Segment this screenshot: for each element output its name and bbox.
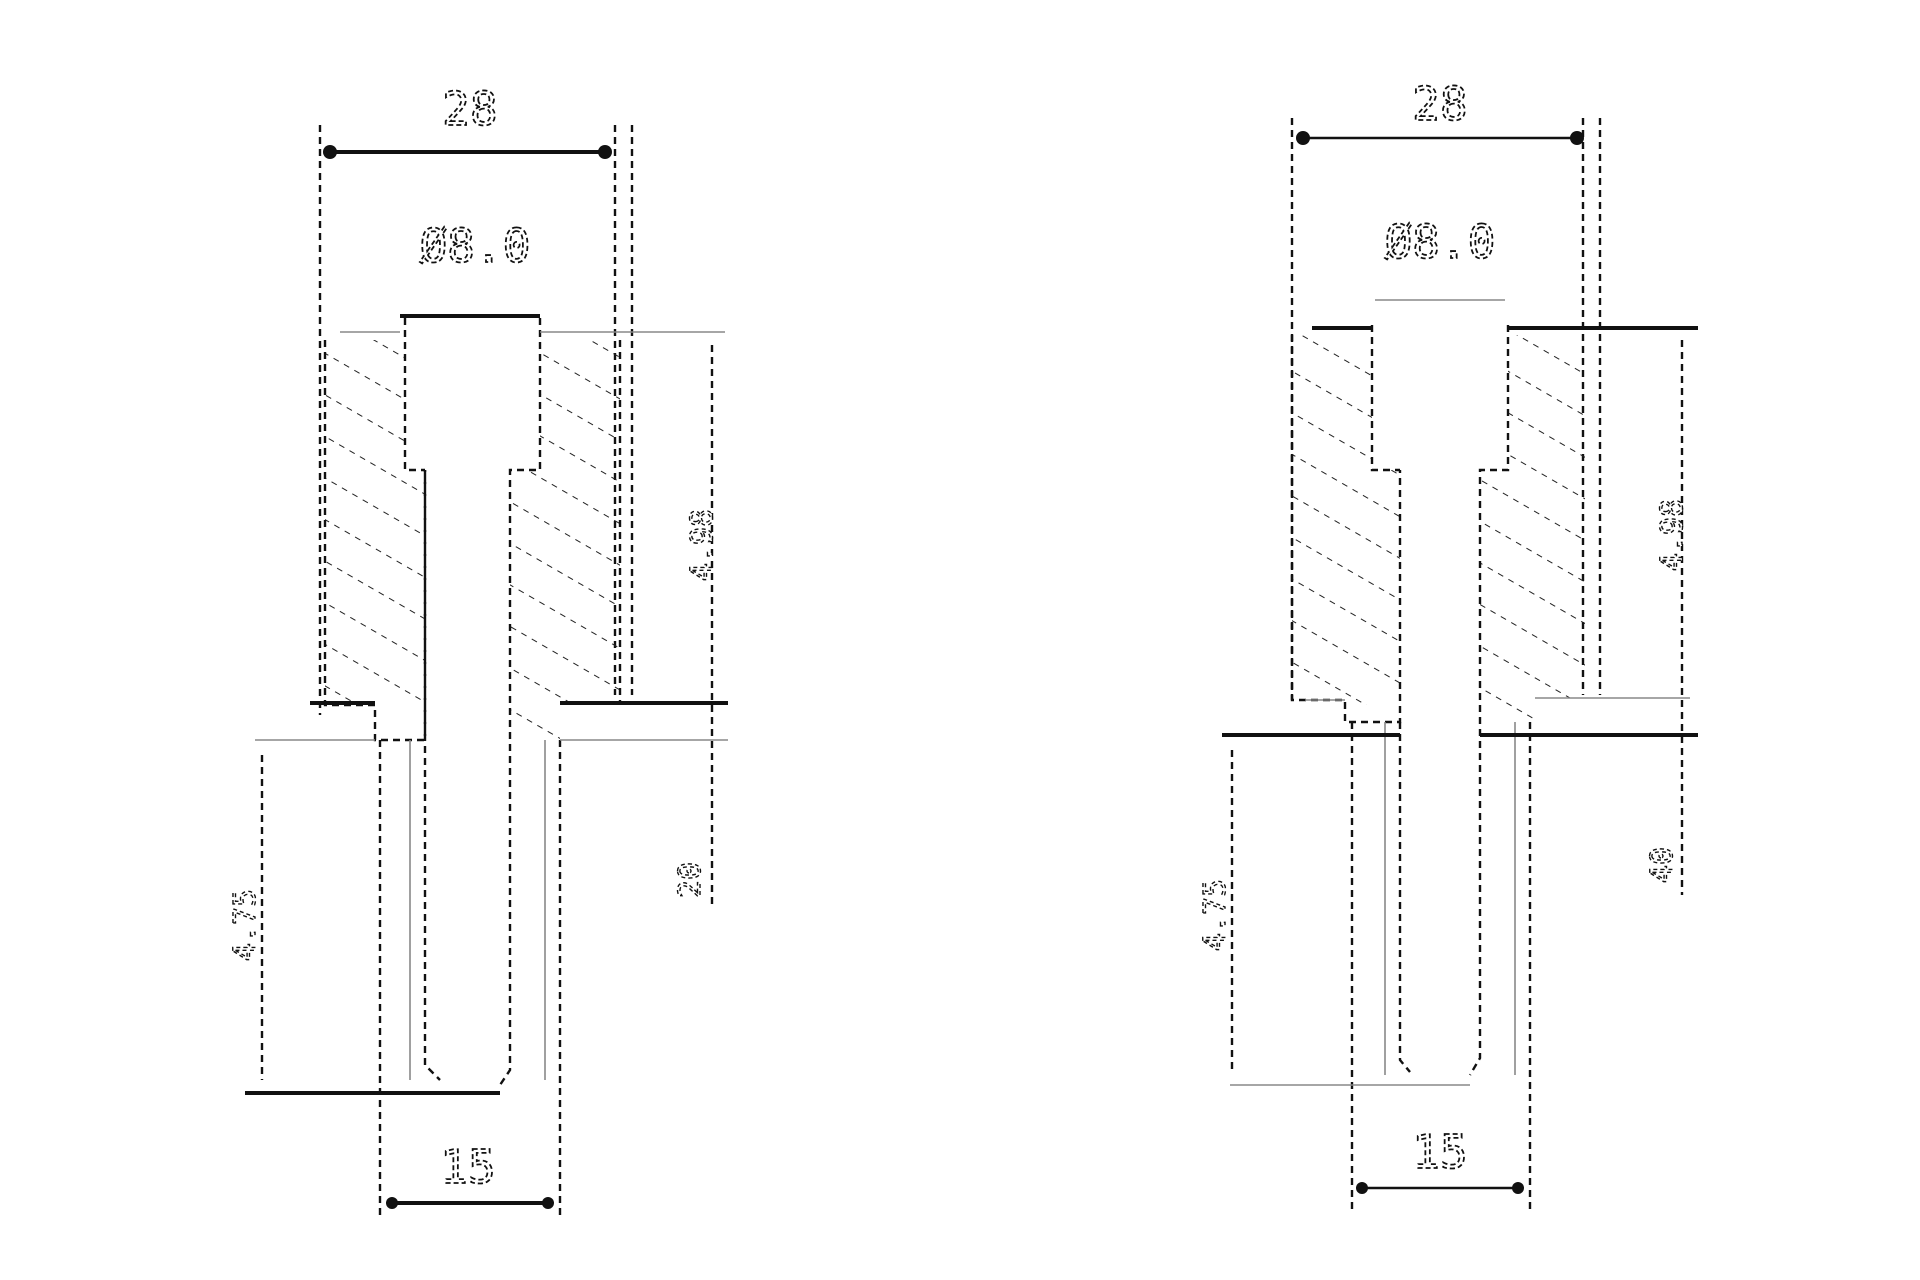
left-height-label: 4.75 — [1198, 879, 1233, 951]
arrow-mark — [1356, 1182, 1368, 1194]
bore-label: Ø8.0 — [1385, 215, 1496, 269]
part-outline — [1468, 325, 1510, 1076]
part-outline — [323, 340, 427, 742]
top-width-label: 28 — [442, 82, 497, 136]
part-outline — [1370, 325, 1400, 472]
arrow-mark — [323, 145, 337, 159]
left-height-label: 4.75 — [228, 889, 263, 961]
left-drawing: 28 Ø8.0 4.98 20 4.75 — [227, 81, 728, 1220]
bore-label: Ø8.0 — [420, 219, 531, 273]
part-outline — [499, 318, 542, 1086]
right-offset-label: 40 — [1645, 847, 1680, 883]
top-width-label: 28 — [1412, 77, 1467, 131]
arrow-mark — [1570, 131, 1584, 145]
right-drawing: 28 Ø8.0 4.98 40 4.75 15 — [1197, 76, 1698, 1210]
hatched-section — [325, 340, 425, 705]
arrow-mark — [598, 145, 612, 159]
hatched-section — [1480, 335, 1585, 722]
right-height-label: 4.98 — [1655, 499, 1690, 571]
shaft-outline — [423, 470, 441, 1081]
arrow-mark — [1512, 1182, 1524, 1194]
hatched-section — [1292, 335, 1400, 705]
bottom-width-label: 15 — [1412, 1125, 1467, 1179]
right-height-label: 4.98 — [685, 509, 720, 581]
arrow-mark — [1296, 131, 1310, 145]
shaft-outline — [1398, 722, 1411, 1073]
right-offset-label: 20 — [673, 862, 708, 898]
part-outline — [1290, 335, 1402, 724]
arrow-mark — [386, 1197, 398, 1209]
arrow-mark — [542, 1197, 554, 1209]
bottom-width-label: 15 — [440, 1140, 495, 1194]
part-outline — [403, 318, 425, 472]
hatched-section — [510, 340, 620, 740]
